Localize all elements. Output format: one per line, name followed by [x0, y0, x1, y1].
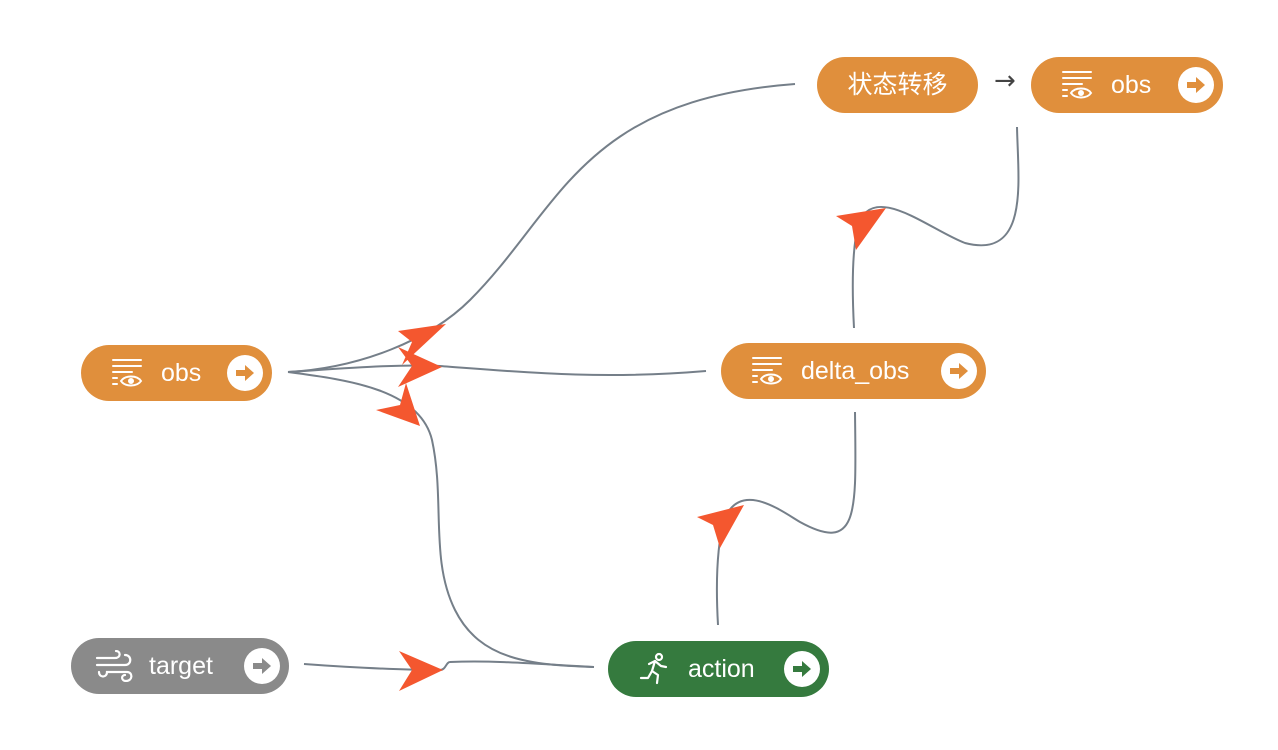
- node-label: target: [149, 651, 213, 680]
- arrowhead-action-delta: [697, 505, 744, 548]
- arrowhead-target-action: [399, 651, 443, 691]
- node-delta-obs[interactable]: delta_obs: [721, 343, 986, 399]
- edge-delta-obs-to-obs-top: [851, 126, 1020, 329]
- node-action[interactable]: action: [608, 641, 829, 697]
- node-label: obs: [1111, 70, 1152, 99]
- node-obs-input[interactable]: obs: [81, 345, 272, 401]
- node-label: 状态转移: [847, 70, 948, 99]
- node-label: delta_obs: [801, 356, 910, 385]
- node-obs-output[interactable]: obs: [1031, 57, 1223, 113]
- running-person-icon: [634, 649, 674, 689]
- edge-obs-to-delta-obs: [287, 364, 707, 377]
- arrow-right-circle-icon[interactable]: [227, 355, 263, 391]
- arrow-right-circle-icon[interactable]: [1178, 67, 1214, 103]
- arrow-right-circle-icon[interactable]: [941, 353, 977, 389]
- edge-obs-to-action: [287, 371, 595, 668]
- node-target[interactable]: target: [71, 638, 289, 694]
- observation-icon: [747, 351, 787, 391]
- node-label: obs: [161, 358, 202, 387]
- edge-action-to-delta-obs: [715, 411, 857, 626]
- wind-icon: [95, 646, 135, 686]
- link-arrow-symbol: →: [994, 66, 1016, 96]
- node-state-transition[interactable]: 状态转移: [817, 57, 978, 113]
- node-label: action: [688, 654, 755, 683]
- arrow-right-circle-icon[interactable]: [784, 651, 820, 687]
- observation-icon: [1057, 65, 1097, 105]
- arrowhead-obs-action: [376, 383, 420, 426]
- arrowhead-delta-obs: [836, 208, 886, 250]
- edge-obs-to-transition: [287, 83, 796, 373]
- arrowhead-obs-delta: [398, 347, 442, 387]
- edge-target-to-action: [303, 660, 595, 672]
- observation-icon: [107, 353, 147, 393]
- arrow-right-circle-icon[interactable]: [244, 648, 280, 684]
